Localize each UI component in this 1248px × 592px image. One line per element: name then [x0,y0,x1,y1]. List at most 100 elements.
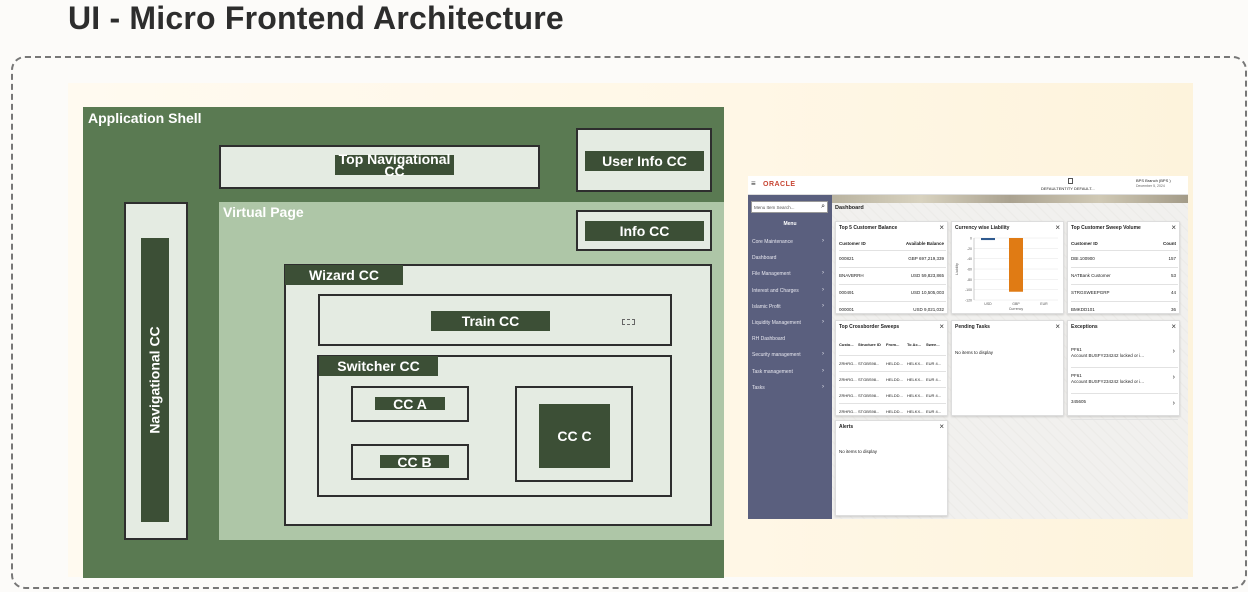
card-title: Top Crossborder Sweeps [839,324,900,330]
sidebar-item[interactable]: Dashboard [752,255,828,261]
col-header: Available Balance [905,241,944,246]
table-cell: 000491 [839,290,855,295]
switcher-label: Switcher CC [319,356,438,376]
card-title: Currency wise Liability [955,225,1010,231]
card-crossborder-sweeps[interactable]: Top Crossborder Sweeps × Custo... Structu… [835,320,948,416]
table-cell: EUR 4... [926,377,942,382]
table-cell: GBP 697,219,339 [908,256,944,261]
table-cell: EUR 4... [926,361,942,366]
oracle-dashboard-screenshot: ≡ ORACLE DEFAULTENTITY DEFAULT... BPS Br… [748,176,1188,519]
table-cell: STGBS98... [858,393,880,398]
cc-b-label: CC B [380,455,449,469]
wizard-label: Wizard CC [285,265,403,285]
col-header: Count [1163,241,1176,246]
col-header: Swee... [926,342,940,347]
close-icon[interactable]: × [939,322,944,331]
row-divider [1071,250,1178,251]
table-cell: 000821 [839,256,855,261]
row-divider [839,403,946,404]
card-title: Top Customer Sweep Volume [1071,225,1141,231]
table-cell: EUR 4... [926,393,942,398]
close-icon[interactable]: × [1055,322,1060,331]
y-tick-label: -20 [967,247,972,251]
chevron-right-icon: › [822,383,824,390]
table-cell: STGBS98... [858,409,880,414]
header-entity[interactable]: DEFAULTENTITY DEFAULT... [1041,186,1095,191]
sidebar-item[interactable]: Core Maintenance › [752,238,828,245]
oracle-logo: ORACLE [763,181,796,188]
table-cell: ZRHRG... [839,377,857,382]
sidebar-item-label: Tasks [752,384,765,391]
row-divider [1071,419,1178,420]
close-icon[interactable]: × [1171,223,1176,232]
row-divider [839,301,946,302]
chevron-right-icon[interactable]: › [1172,374,1175,381]
row-divider [1071,284,1178,285]
table-cell: USD 10,505,003 [910,290,944,295]
table-cell: HELKX... [907,409,924,414]
search-icon[interactable]: ⌕ [821,203,825,210]
sidebar-item[interactable]: Security management› [752,351,828,359]
table-cell: ZRHRG... [839,393,857,398]
col-header: Structure ID [858,342,881,347]
header-date: December 5, 2024 [1136,184,1165,188]
close-icon[interactable]: × [1055,223,1060,232]
info-label: Info CC [585,221,704,241]
table-cell: STGBS98... [858,377,880,382]
chevron-right-icon: › [822,270,824,277]
sidebar-item[interactable]: Liquidity Management› [752,319,828,326]
table-cell: USD 59,823,865 [910,273,944,278]
chevron-right-icon: › [822,238,824,244]
exception-code: 345605 [1071,399,1087,404]
row-divider [839,250,946,251]
document-icon[interactable] [1068,178,1073,184]
application-shell-label: Application Shell [88,110,202,126]
menu-label: Menu [783,221,797,227]
sidebar-item[interactable]: Interest and Charges › [752,286,828,294]
close-icon[interactable]: × [939,223,944,232]
chevron-right-icon[interactable]: › [1172,348,1175,355]
row-divider [839,371,946,372]
card-customer-balance[interactable]: Top 5 Customer Balance × Customer ID Ava… [835,221,948,314]
table-cell: HELKX... [907,361,924,366]
hamburger-icon[interactable]: ≡ [751,179,756,188]
row-divider [839,387,946,388]
x-tick-label: GBP [1012,302,1020,306]
bar-gbp [1009,238,1023,292]
sidebar-item-label: File Management [752,271,791,278]
menu-search-input[interactable]: Menu Item Search... ⌕ [751,201,828,213]
card-pending-tasks[interactable]: Pending Tasks × No items to display [951,320,1064,416]
chevron-right-icon[interactable]: › [1172,400,1175,407]
map-strip [832,195,1188,203]
sidebar-item-label: RH Dashboard [752,336,786,343]
cc-a-label: CC A [375,397,445,411]
navigational-bar: Navigational CC [141,238,169,522]
card-alerts[interactable]: Alerts × No items to display [835,420,948,516]
table-cell: 000001 [839,307,855,312]
sidebar-item[interactable]: File Management › [752,270,828,278]
card-currency-liability[interactable]: Currency wise Liability × 0-20-40-60-80-… [951,221,1064,314]
y-tick-label: -60 [967,268,972,272]
sidebar-item[interactable]: Islamic Profit› [752,302,828,310]
chevron-right-icon: › [822,302,824,309]
header-branch[interactable]: BPS Branch (BPS ) [1136,178,1171,183]
sidebar-item[interactable]: Tasks › [752,383,828,391]
close-icon[interactable]: × [939,422,944,431]
close-icon[interactable]: × [1171,322,1176,331]
sidebar-item-label: Core Maintenance [752,239,793,245]
sidebar-item[interactable]: RH Dashboard [752,336,828,342]
table-cell: BMKDD101 [1071,307,1095,312]
table-cell: DBI.100900 [1071,256,1095,261]
dashed-frame [11,56,1247,589]
col-header: From... [886,342,900,347]
table-cell: USD 9,021,032 [913,307,944,312]
row-divider [1071,393,1178,394]
table-cell: ZRHRG... [839,409,857,414]
sidebar-item[interactable]: Task management› [752,368,828,375]
sidebar-item-label: Interest and Charges [752,287,799,294]
col-header: Custo... [839,342,854,347]
sidebar-item-label: Security management [752,352,801,359]
card-sweep-volume[interactable]: Top Customer Sweep Volume × Customer ID … [1067,221,1180,314]
chevron-right-icon: › [822,286,824,293]
